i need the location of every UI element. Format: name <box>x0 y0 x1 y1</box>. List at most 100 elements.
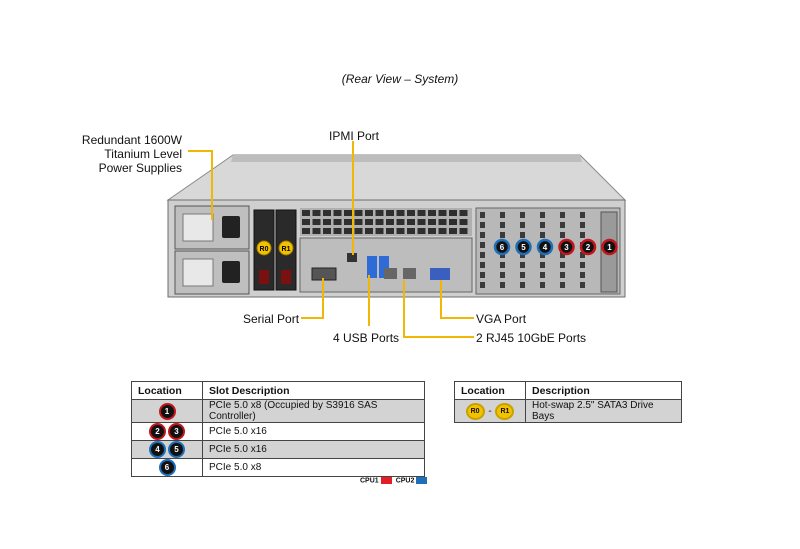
bay-badge: R1 <box>495 402 515 420</box>
usb-ports-label: 4 USB Ports <box>333 331 400 345</box>
vent-hole <box>386 228 394 234</box>
vent-hole <box>580 272 585 278</box>
legend-label: CPU1 <box>360 477 379 485</box>
vent-hole <box>540 252 545 258</box>
vent-hole <box>344 210 352 216</box>
vent-hole <box>354 228 363 234</box>
rj45-port-connector <box>403 268 416 279</box>
vent-hole <box>344 228 352 234</box>
vent-hole <box>438 210 447 216</box>
vent-hole <box>449 228 457 234</box>
power-label-line-2: Titanium Level <box>104 147 182 161</box>
vent-hole <box>323 228 331 234</box>
bay-badge: R0 <box>465 402 485 420</box>
slot-table-header-description: Slot Description <box>202 381 425 400</box>
vent-hole <box>520 212 525 218</box>
vga-port-connector <box>430 268 450 280</box>
vent-hole <box>449 219 457 225</box>
vent-hole <box>480 222 485 228</box>
table-row: R0 - R1 Hot-swap 2.5" SATA3 Drive Bays <box>454 399 682 423</box>
vent-hole <box>540 222 545 228</box>
callout-leaders <box>188 141 474 338</box>
vent-hole <box>580 282 585 288</box>
vent-hole <box>396 219 405 225</box>
vent-hole <box>580 232 585 238</box>
vent-hole <box>449 210 457 216</box>
vent-hole <box>302 228 310 234</box>
bay-range-dash: - <box>488 405 492 417</box>
bay-description-cell: Hot-swap 2.5" SATA3 Drive Bays <box>525 399 682 423</box>
vent-hole <box>480 262 485 268</box>
vent-hole <box>312 219 321 225</box>
leader-serial <box>301 278 324 319</box>
ipmi-port-connector <box>347 253 357 262</box>
cpu-legend: CPU1 CPU2 <box>360 477 431 484</box>
pcie-slot-badge <box>536 238 554 256</box>
leader-vga <box>440 280 474 319</box>
vent-hole <box>438 219 447 225</box>
vent-hole <box>459 210 468 216</box>
bay-table-header-location: Location <box>454 381 526 400</box>
vent-hole <box>417 210 426 216</box>
vent-hole <box>560 262 565 268</box>
vent-hole <box>500 272 505 278</box>
vent-hole <box>323 219 331 225</box>
vent-hole <box>312 210 321 216</box>
vent-hole <box>520 222 525 228</box>
vent-hole <box>540 282 545 288</box>
vent-hole <box>365 228 373 234</box>
slot-location-cell: 1 <box>131 399 203 423</box>
rj45-ports-label: 2 RJ45 10GbE Ports <box>476 331 587 345</box>
pcie-slot-badge <box>558 238 575 256</box>
diagram-caption: (Rear View – System) <box>341 72 459 86</box>
vent-hole <box>407 228 415 234</box>
slot-location-cell: 6 <box>131 458 203 477</box>
drive-bay-table: Location Description R0 - R1 Hot-swap 2.… <box>454 381 682 423</box>
vent-hole <box>540 232 545 238</box>
slot-badge: 1 <box>158 402 176 420</box>
slot-description-cell: PCIe 5.0 x16 <box>202 440 425 459</box>
vent-hole <box>480 272 485 278</box>
vent-hole <box>333 219 342 225</box>
drive-bay-badge <box>278 240 294 256</box>
vent-hole <box>580 252 585 258</box>
vent-hole <box>520 262 525 268</box>
vent-hole <box>580 262 585 268</box>
vent-hole <box>396 210 405 216</box>
pcie-slot-badge <box>493 238 511 256</box>
vent-hole <box>312 228 321 234</box>
vent-hole <box>438 228 447 234</box>
vent-hole <box>500 232 505 238</box>
vent-hole <box>560 212 565 218</box>
vent-hole <box>396 228 405 234</box>
legend-swatch <box>380 477 392 484</box>
vent-hole <box>500 282 505 288</box>
vent-hole <box>480 212 485 218</box>
legend-label: CPU2 <box>395 477 415 485</box>
vent-hole <box>354 219 363 225</box>
vent-hole <box>580 222 585 228</box>
vent-hole <box>480 242 485 248</box>
vent-hole <box>365 219 373 225</box>
slot-badge: 5 <box>168 441 185 458</box>
pcie-slot-badge-label: 5 <box>521 243 526 252</box>
vent-hole <box>500 222 505 228</box>
slot-table-header-location: Location <box>131 381 203 400</box>
vent-hole <box>520 282 525 288</box>
vent-hole <box>302 219 310 225</box>
slot-description-cell: PCIe 5.0 x16 <box>202 422 425 441</box>
pcie-slot-badge <box>515 238 532 256</box>
power-label-line-3: Power Supplies <box>98 161 182 175</box>
vent-hole <box>459 219 468 225</box>
vent-hole <box>365 210 373 216</box>
rj45-port-connector <box>384 268 397 279</box>
drive-bay-badge-label: R1 <box>282 246 291 253</box>
power-supplies-label: Redundant 1600W Titanium Level Power Sup… <box>40 133 182 175</box>
pcie-slot-badge-label: 2 <box>586 243 591 252</box>
vent-hole <box>428 219 436 225</box>
